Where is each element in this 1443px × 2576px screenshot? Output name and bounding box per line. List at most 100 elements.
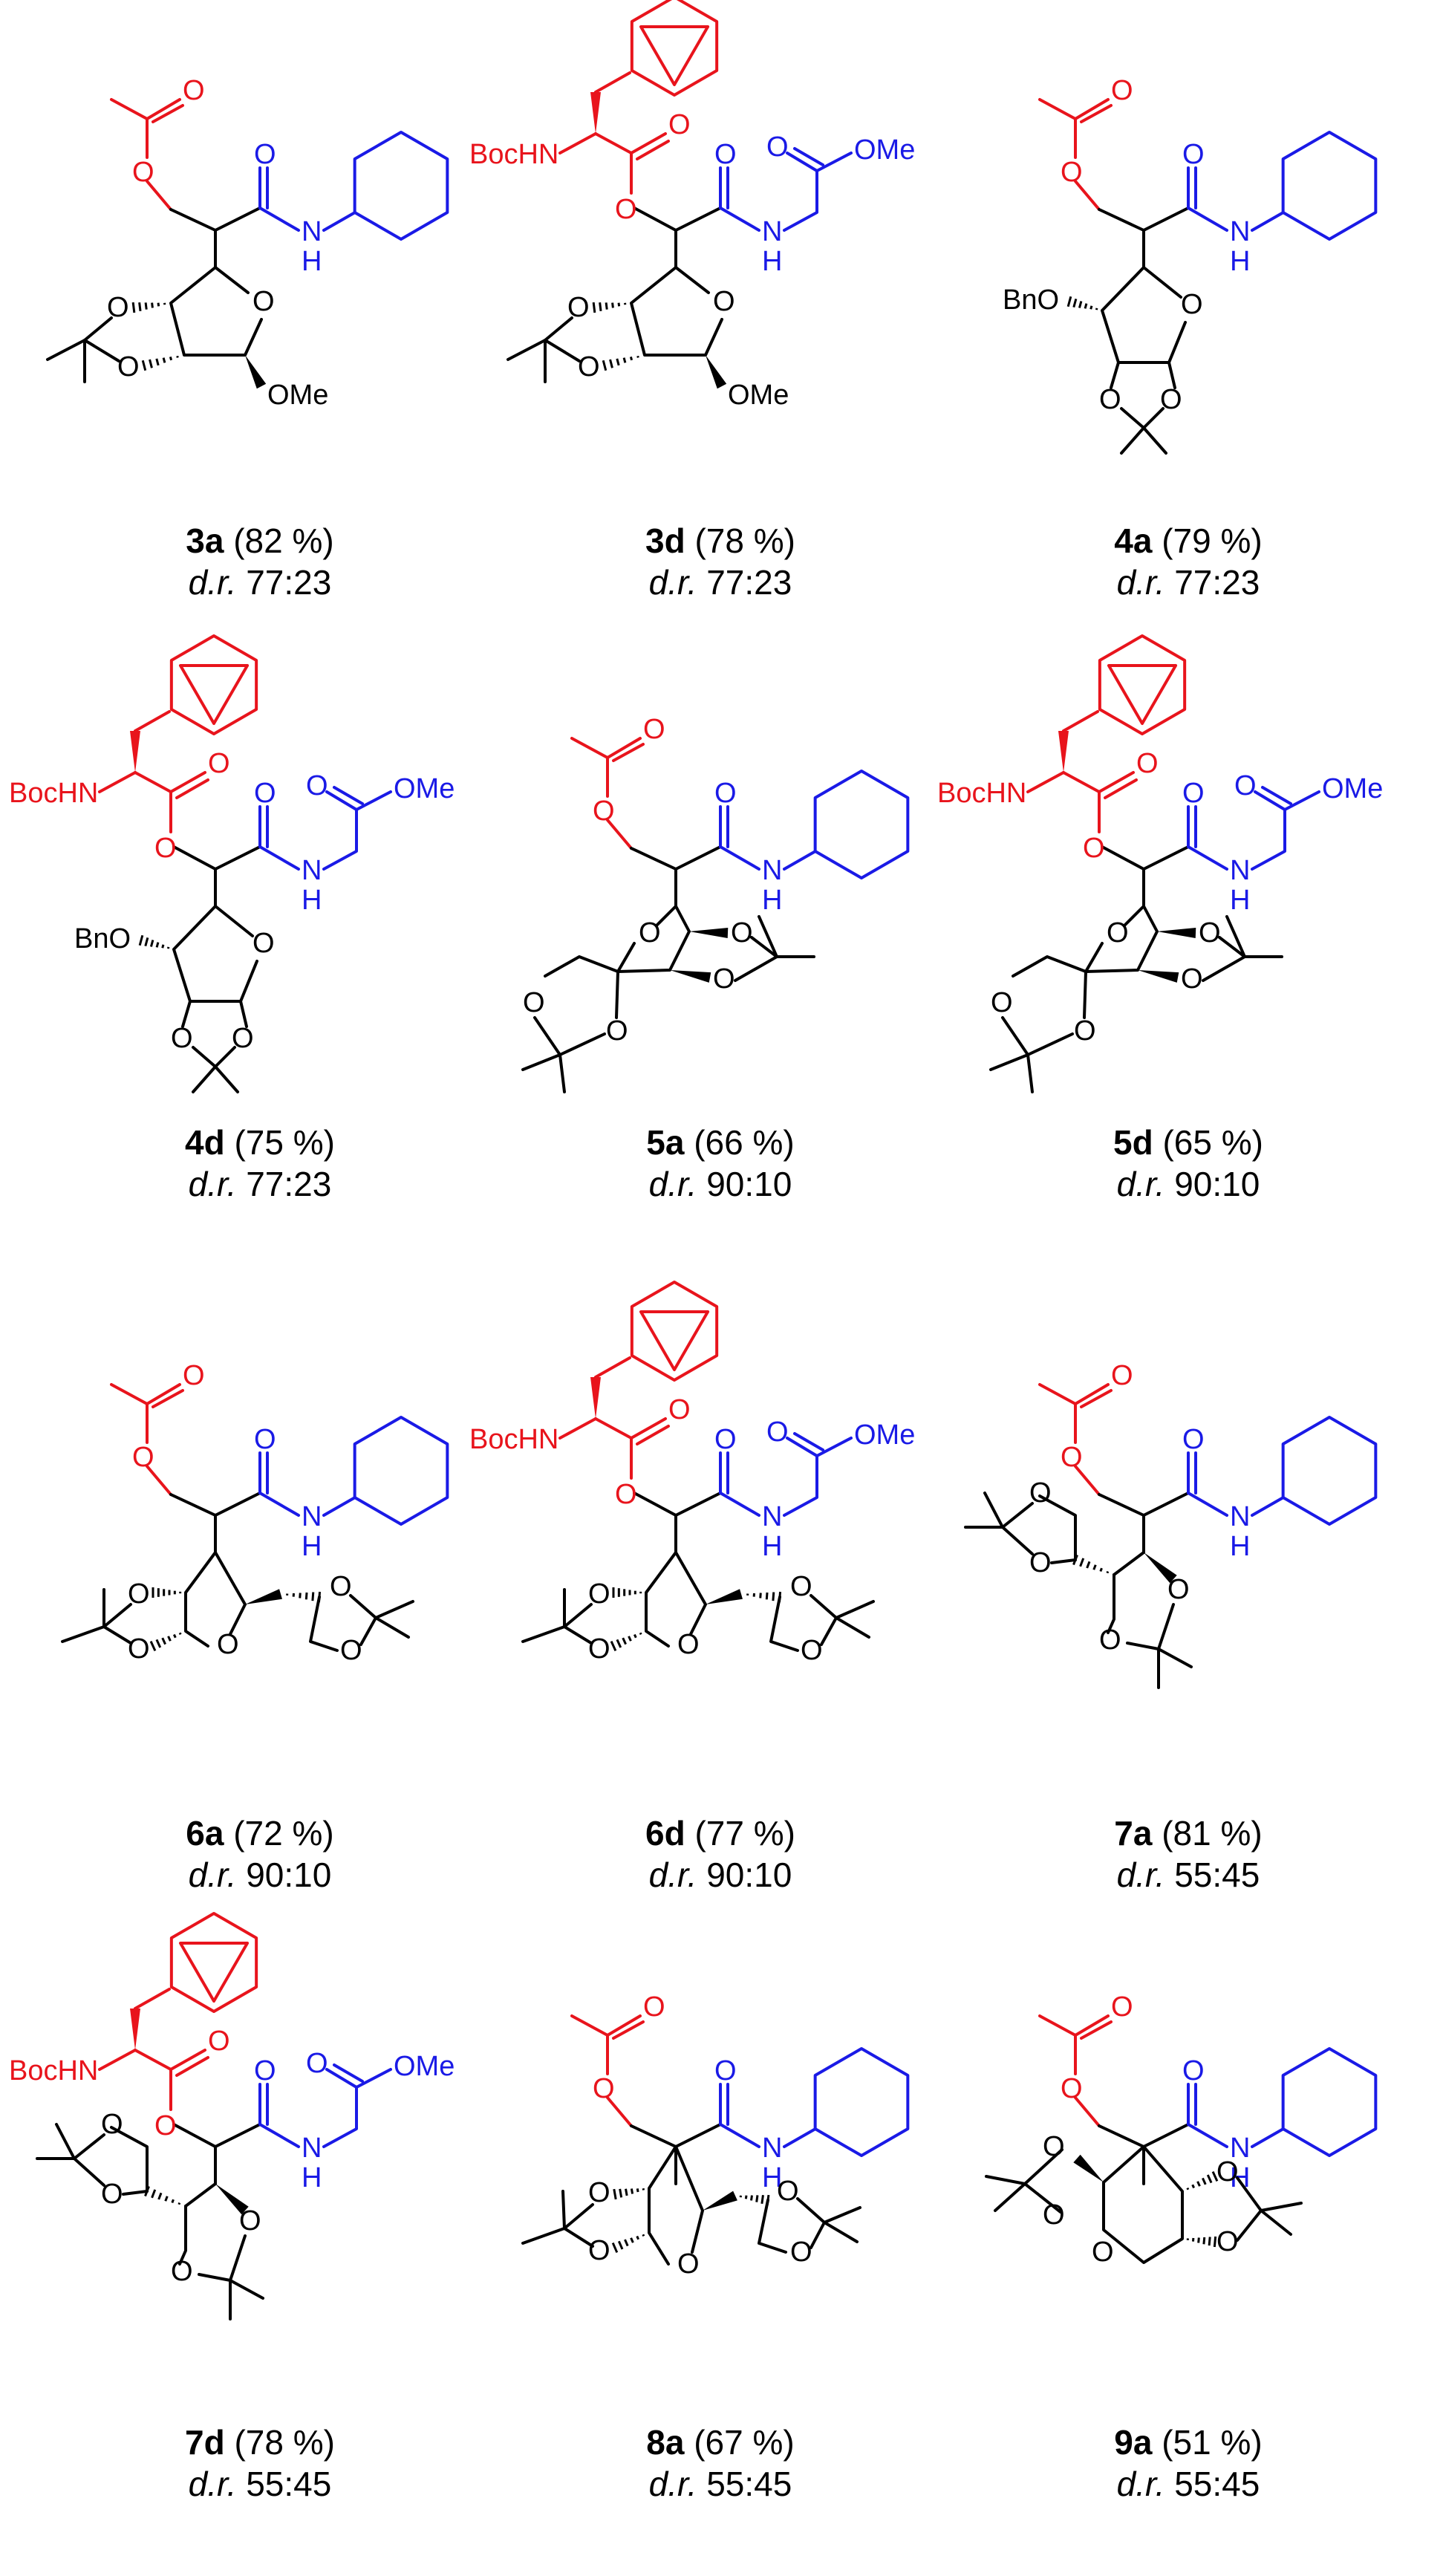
- gly-carbonyl: [325, 2068, 358, 2089]
- amide-cn: [1187, 845, 1228, 871]
- spiro-wedge: [689, 928, 729, 938]
- hash-mark: [173, 1633, 177, 1639]
- gly-ester-bond: [1283, 790, 1320, 811]
- compound-yield: (51 %): [1162, 2423, 1263, 2462]
- c-o-bond: [1050, 1558, 1077, 1564]
- compound-caption: 4a (79 %) d.r. 77:23: [958, 520, 1418, 603]
- dr-line: d.r. 90:10: [958, 1163, 1418, 1205]
- acetonide-wedge: [670, 970, 711, 983]
- ester-oxygen: O: [615, 194, 637, 225]
- compound-id: 5d: [1113, 1123, 1153, 1162]
- amide-hydrogen: H: [302, 246, 322, 277]
- hash-mark: [1078, 301, 1083, 308]
- ester-oxygen: O: [615, 1479, 637, 1510]
- amide-nitrogen: N: [302, 2133, 322, 2164]
- acetonide-o1: O: [1099, 384, 1121, 415]
- phenyl-inner: [639, 1310, 710, 1371]
- compound-id: 6d: [645, 1814, 685, 1853]
- hash-mark: [1089, 305, 1093, 310]
- furanose-ring: [172, 905, 258, 1003]
- acetyl-bonds: [1038, 2014, 1077, 2075]
- alpha-ester-bond: [1101, 845, 1145, 871]
- alpha-ester-bond: [1098, 2124, 1145, 2148]
- compound-id: 4a: [1114, 521, 1153, 560]
- ring-oxygen: O: [217, 1629, 239, 1660]
- dr-line: d.r. 77:23: [958, 562, 1418, 603]
- ring-oxygen: O: [1107, 917, 1129, 949]
- gly-carbonyl-oxygen: O: [306, 2048, 328, 2079]
- c-o-bond: [1107, 1573, 1115, 1634]
- furanose-ring: [630, 266, 723, 357]
- phenyl-inner: [178, 664, 250, 725]
- phenyl-inner: [639, 25, 710, 86]
- methyl-1: [61, 1625, 105, 1643]
- gly-carbonyl-oxygen: O: [766, 1417, 789, 1448]
- methyl-1: [192, 1065, 217, 1093]
- dioxolane-ring: [309, 1596, 339, 1652]
- phe-wedge: [130, 2009, 140, 2050]
- compound-yield: (72 %): [233, 1814, 334, 1853]
- hash-mark: [144, 937, 149, 947]
- gly-carbonyl-double: [333, 2063, 364, 2083]
- spiro-wedge: [1157, 928, 1196, 938]
- amide-cn: [258, 206, 300, 232]
- amide-oxygen: O: [714, 778, 737, 809]
- carbonyl-double: [1080, 104, 1113, 123]
- compound-caption: 6d (77 %) d.r. 90:10: [490, 1812, 951, 1896]
- methoxy-label: OMe: [854, 1419, 915, 1451]
- carbonyl-bond: [146, 98, 181, 120]
- hash-mark: [599, 302, 602, 311]
- acetonide-o2: O: [1181, 963, 1203, 995]
- dr-value: 77:23: [1174, 563, 1260, 602]
- gly-carbonyl-double: [333, 786, 364, 805]
- n-cyclohexyl-bond: [783, 2127, 817, 2148]
- ester-carbonyl: [630, 1417, 667, 1440]
- acetonide-ring: [1126, 1603, 1175, 1650]
- methyl-1: [1157, 1648, 1193, 1668]
- compound-id: 5a: [646, 1123, 685, 1162]
- alpha-amide-bond: [214, 1492, 261, 1517]
- compound-line: 5a (66 %): [490, 1122, 951, 1163]
- hash-mark: [592, 302, 596, 313]
- amide-cn: [719, 206, 760, 232]
- hash-mark: [155, 358, 160, 366]
- hash-mark: [155, 1639, 162, 1648]
- hash-mark: [1196, 2181, 1201, 2187]
- dr-label: d.r.: [648, 563, 697, 602]
- hash-mark: [1213, 2236, 1217, 2248]
- amide-hydrogen: H: [1230, 885, 1250, 916]
- compound-id: 3d: [645, 521, 685, 560]
- dr-label: d.r.: [1116, 1855, 1165, 1894]
- acetonide-o1: O: [588, 2177, 610, 2208]
- hash-mark: [1191, 2184, 1195, 2189]
- methyl-4: [55, 2123, 76, 2160]
- dioxane-o1: O: [991, 987, 1013, 1018]
- dr-label: d.r.: [1116, 1165, 1165, 1203]
- oxy-wedge: [1144, 1552, 1177, 1584]
- gly-carbonyl-oxygen: O: [1234, 770, 1257, 801]
- acetonide-o3: O: [790, 1571, 812, 1602]
- amide-nitrogen: N: [302, 216, 322, 247]
- methyl-2: [214, 1065, 239, 1093]
- gly-carbonyl-double: [793, 147, 824, 166]
- benzyl-bond: [594, 1356, 631, 1379]
- alpha-amide-bond: [214, 2123, 261, 2148]
- dr-line: d.r. 55:45: [30, 2463, 490, 2505]
- dr-value: 55:45: [1174, 1855, 1260, 1894]
- hash-mark: [760, 2195, 764, 2204]
- hash-mark: [151, 2189, 157, 2199]
- ester-oxygen: O: [593, 2073, 615, 2104]
- acetonide-o1: O: [1199, 917, 1221, 949]
- carbonyl-double: [1080, 2020, 1113, 2040]
- methyl-4: [1026, 1053, 1034, 1093]
- hashed-bond: [611, 2234, 645, 2254]
- ring-oxygen: O: [1092, 2237, 1114, 2268]
- hashed-bond: [739, 2194, 770, 2206]
- ester-oxygen: O: [1061, 1442, 1083, 1473]
- alpha-amide-bond: [1142, 206, 1190, 232]
- compound-yield: (82 %): [233, 521, 334, 560]
- dr-line: d.r. 55:45: [958, 1854, 1418, 1896]
